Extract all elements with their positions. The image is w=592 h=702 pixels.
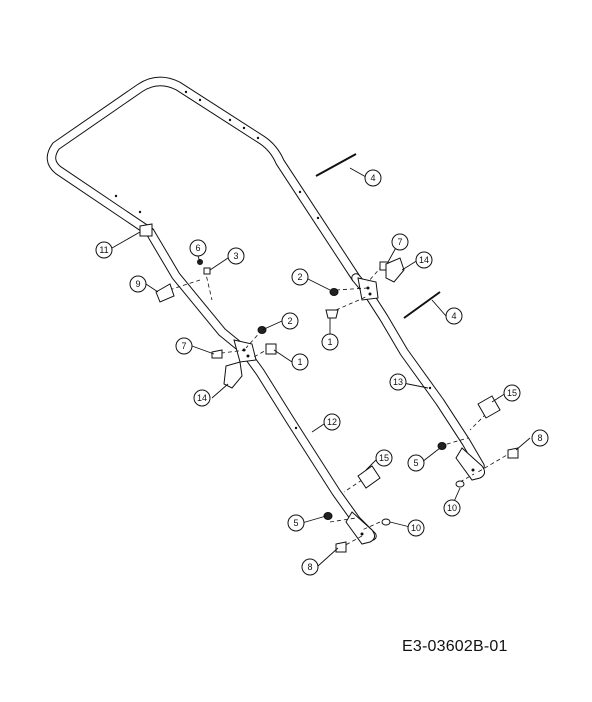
- callout-15-right: 15: [503, 384, 521, 402]
- callout-10-left-text: 10: [411, 523, 421, 533]
- callout-4-top: 4: [364, 169, 382, 187]
- callout-5-right-text: 5: [413, 458, 418, 468]
- callout-15-right-text: 15: [507, 388, 517, 398]
- callout-3-text: 3: [233, 251, 238, 261]
- callout-1-right-text: 1: [327, 337, 332, 347]
- callout-7-left: 7: [175, 337, 193, 355]
- callout-7-left-text: 7: [181, 341, 186, 351]
- callout-13-text: 13: [393, 377, 403, 387]
- callout-2-left: 2: [281, 312, 299, 330]
- callout-7-right: 7: [391, 233, 409, 251]
- right-handle-clamp: [357, 277, 379, 301]
- assembly-axes: [144, 227, 513, 549]
- callout-1-left-text: 1: [297, 357, 302, 367]
- callout-10-right-text: 10: [447, 503, 457, 513]
- callout-4-right: 4: [445, 307, 463, 325]
- drawing-code: E3-03602B-01: [402, 638, 508, 655]
- callout-5-left-text: 5: [293, 518, 298, 528]
- callout-8-right-text: 8: [537, 433, 542, 443]
- callout-1-right: 1: [321, 333, 339, 351]
- upper-handle-bar: [46, 76, 361, 283]
- upper-handle-left-leg: [145, 227, 249, 355]
- callout-6-text: 6: [195, 243, 200, 253]
- callout-15-left-text: 15: [379, 453, 389, 463]
- callout-9-text: 9: [135, 279, 140, 289]
- callout-1-left: 1: [291, 353, 309, 371]
- callout-6: 6: [189, 239, 207, 257]
- callout-7-right-text: 7: [397, 237, 402, 247]
- callout-2-right: 2: [291, 268, 309, 286]
- callout-8-right: 8: [531, 429, 549, 447]
- callout-8-left-text: 8: [307, 562, 312, 572]
- callout-8-left: 8: [301, 558, 319, 576]
- callout-labels: 11 6 3 9 2 7 1 14 12 15 5 10 8 4 2 1 7 1…: [95, 169, 549, 576]
- callout-14-right-text: 14: [419, 255, 429, 265]
- callout-13: 13: [389, 373, 407, 391]
- callout-12-text: 12: [327, 417, 337, 427]
- callout-12: 12: [323, 413, 341, 431]
- lower-handle-right: [361, 285, 486, 481]
- lower-handle-left: [239, 345, 377, 545]
- callout-14-left-text: 14: [197, 393, 207, 403]
- callout-9: 9: [129, 275, 147, 293]
- callout-5-left: 5: [287, 514, 305, 532]
- left-handle-clamp: [233, 339, 257, 363]
- callout-4-right-text: 4: [451, 311, 456, 321]
- callout-10-right: 10: [443, 499, 461, 517]
- callout-4-top-text: 4: [370, 173, 375, 183]
- callout-5-right: 5: [407, 454, 425, 472]
- callout-10-left: 10: [407, 519, 425, 537]
- callout-15-left: 15: [375, 449, 393, 467]
- callout-2-left-text: 2: [287, 316, 292, 326]
- hardware-parts: [139, 153, 519, 553]
- callout-11: 11: [95, 241, 113, 259]
- callout-3: 3: [227, 247, 245, 265]
- callout-2-right-text: 2: [297, 272, 302, 282]
- callout-11-text: 11: [99, 245, 108, 255]
- callout-14-left: 14: [193, 389, 211, 407]
- callout-14-right: 14: [415, 251, 433, 269]
